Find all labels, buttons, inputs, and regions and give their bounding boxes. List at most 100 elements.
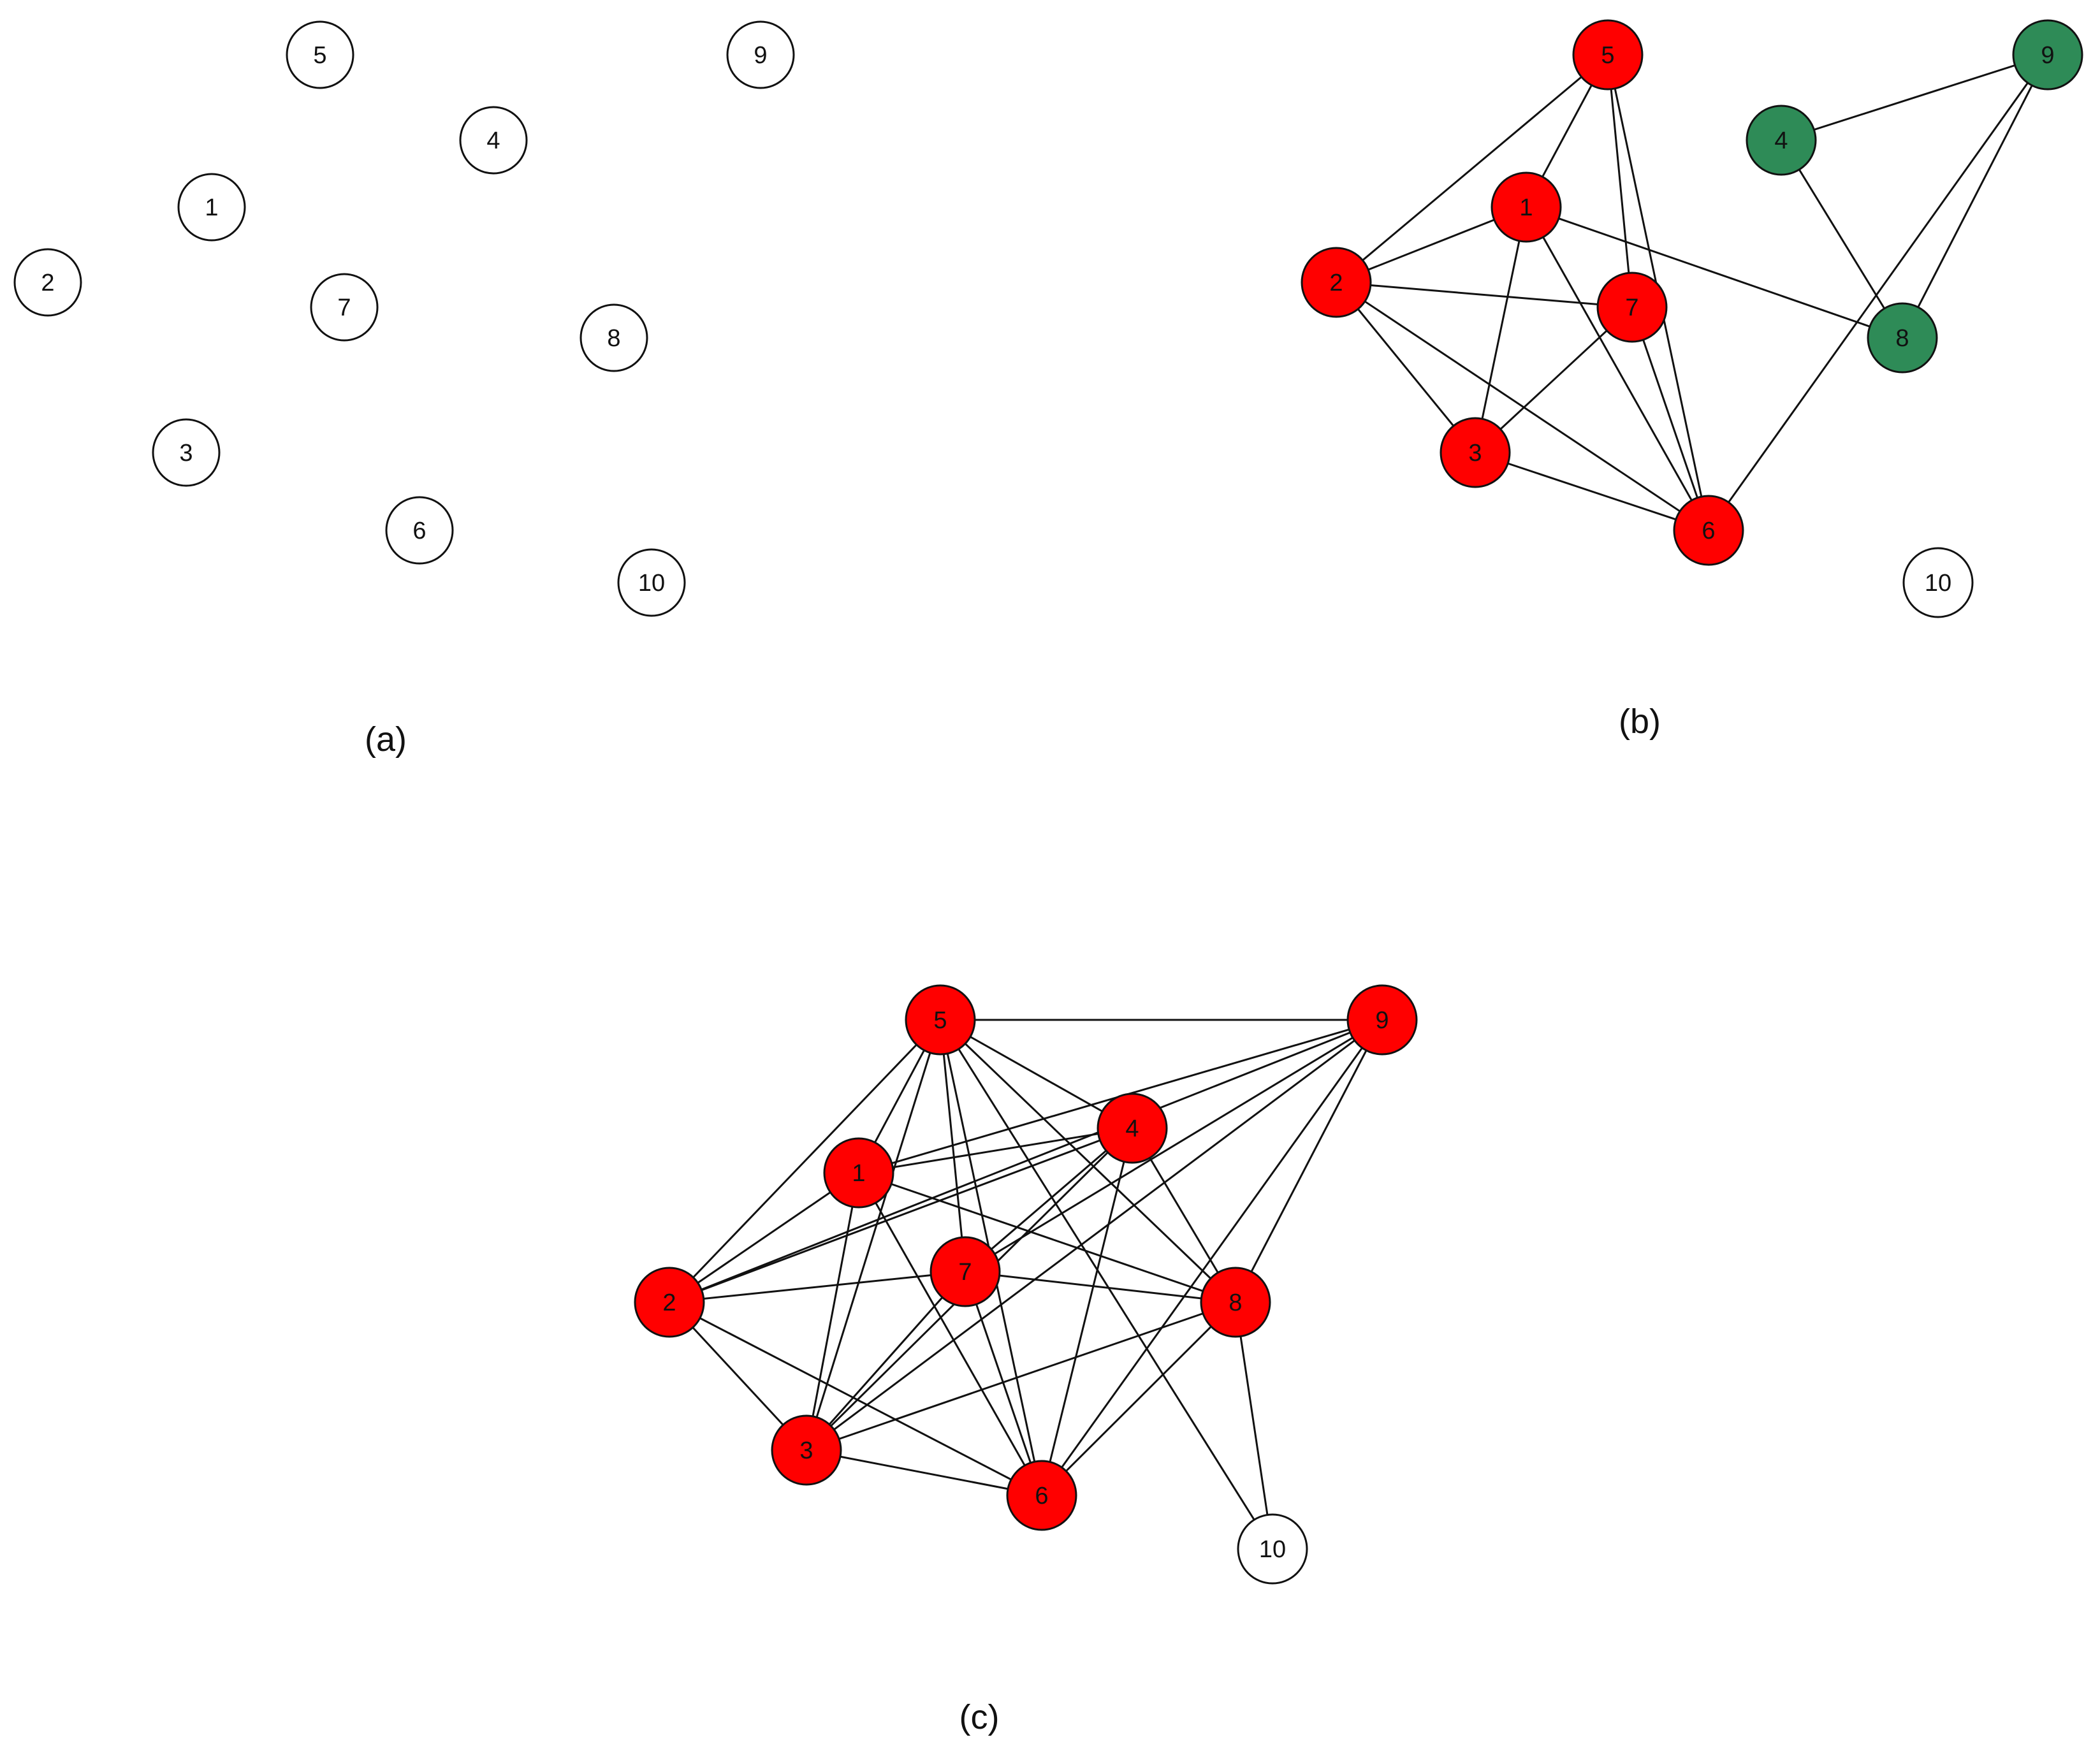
panel-b-node-8: 8 bbox=[1867, 302, 1938, 374]
panel-b-node-7-label: 7 bbox=[1625, 294, 1638, 321]
panel-c-node-9: 9 bbox=[1346, 984, 1418, 1056]
panel-c-node-4: 4 bbox=[1097, 1093, 1168, 1164]
panel-c-node-1-label: 1 bbox=[852, 1160, 865, 1187]
panel-b-node-10-circle bbox=[1902, 547, 1974, 618]
panel-b-node-7: 7 bbox=[1596, 272, 1668, 343]
panel-b-node-4-label: 4 bbox=[1774, 127, 1788, 154]
panel-b-node-8-circle bbox=[1867, 302, 1938, 374]
panel-b-edge-3-6 bbox=[1475, 451, 1709, 532]
panel-b-node-3-circle bbox=[1440, 417, 1511, 488]
panel-b-edge-5-2 bbox=[1336, 54, 1608, 284]
panel-a-node-7: 7 bbox=[310, 273, 379, 342]
panel-c-node-4-circle bbox=[1097, 1093, 1168, 1164]
panel-a-node-6-label: 6 bbox=[412, 518, 426, 544]
panel-b-edge-2-3 bbox=[1335, 282, 1477, 453]
panel-c-node-5-label: 5 bbox=[933, 1007, 947, 1034]
panel-c-node-3-label: 3 bbox=[799, 1437, 813, 1464]
panel-b-node-2-label: 2 bbox=[1329, 270, 1343, 296]
panel-c-edge-5-4 bbox=[940, 1019, 1133, 1130]
panel-b-node-6: 6 bbox=[1673, 495, 1744, 566]
panel-c-node-7-circle bbox=[930, 1236, 1001, 1307]
panel-b-edge-7-6 bbox=[1631, 307, 1710, 531]
panel-a-node-3-circle bbox=[152, 418, 221, 487]
panel-c-node-6-circle bbox=[1006, 1460, 1077, 1531]
panel-b-edge-2-7 bbox=[1336, 281, 1633, 309]
panel-a-caption: (a) bbox=[365, 720, 407, 759]
panel-c-node-10: 10 bbox=[1237, 1513, 1308, 1585]
panel-a-node-4-label: 4 bbox=[486, 127, 500, 154]
panel-b-node-5: 5 bbox=[1572, 19, 1644, 91]
panel-c-node-8-label: 8 bbox=[1229, 1290, 1242, 1316]
panel-b-node-9-circle bbox=[2012, 19, 2083, 91]
panel-a-node-10-circle bbox=[617, 548, 686, 617]
panel-a-node-4-circle bbox=[459, 106, 528, 175]
panel-c-edge-1-3 bbox=[805, 1172, 860, 1451]
panel-a-node-10-label: 10 bbox=[638, 570, 665, 597]
panel-b-edge-9-8 bbox=[1901, 54, 2049, 338]
panel-c-node-5-circle bbox=[905, 984, 976, 1056]
panel-a-node-3-label: 3 bbox=[179, 440, 193, 467]
panel-c: 5 9 4 1 7 2 8 3 6 10 (c) bbox=[634, 984, 1418, 1736]
panel-a-node-5-circle bbox=[286, 20, 354, 89]
panel-c-node-5: 5 bbox=[905, 984, 976, 1056]
panel-b-node-7-circle bbox=[1596, 272, 1668, 343]
panel-c-edge-4-6 bbox=[1040, 1128, 1134, 1496]
panel-b-edge-1-3 bbox=[1474, 207, 1528, 453]
panel-b-edge-9-4 bbox=[1781, 54, 2048, 142]
panel-c-edge-7-6 bbox=[964, 1271, 1043, 1496]
panel-c-node-3: 3 bbox=[771, 1414, 842, 1486]
panel-c-edge-4-7 bbox=[965, 1127, 1133, 1273]
panel-b-edge-1-8 bbox=[1526, 206, 1903, 339]
panel-c-edge-8-10 bbox=[1234, 1302, 1274, 1550]
panel-b-node-2-circle bbox=[1301, 247, 1372, 318]
panel-c-edge-5-10 bbox=[939, 1019, 1274, 1550]
panel-c-node-2-label: 2 bbox=[662, 1290, 676, 1316]
panel-c-node-2: 2 bbox=[634, 1267, 705, 1338]
panel-a-node-9-label: 9 bbox=[754, 42, 767, 69]
panel-c-node-7: 7 bbox=[930, 1236, 1001, 1307]
panel-c-node-1: 1 bbox=[823, 1137, 894, 1209]
panel-c-node-6: 6 bbox=[1006, 1460, 1077, 1531]
panel-b-edge-7-3 bbox=[1474, 306, 1633, 454]
panel-c-edge-2-6 bbox=[669, 1301, 1042, 1497]
panel-c-node-8-circle bbox=[1200, 1267, 1271, 1338]
panel-b-caption: (b) bbox=[1619, 702, 1661, 741]
panel-b-node-10: 10 bbox=[1902, 547, 1974, 618]
panel-c-edge-8-6 bbox=[1040, 1301, 1237, 1497]
panel-b-edge-5-7 bbox=[1607, 54, 1633, 308]
panel-c-edge-5-8 bbox=[939, 1019, 1237, 1304]
panel-c-node-9-circle bbox=[1346, 984, 1418, 1056]
panel-c-edge-1-2 bbox=[669, 1172, 859, 1304]
panel-a-node-6-circle bbox=[385, 496, 454, 565]
panel-a-node-8: 8 bbox=[580, 303, 648, 372]
panel-c-caption: (c) bbox=[959, 1698, 1000, 1736]
panel-a-node-7-label: 7 bbox=[337, 294, 351, 321]
panel-c-node-10-circle bbox=[1237, 1513, 1308, 1585]
panel-c-edge-7-3 bbox=[805, 1271, 966, 1451]
panel-a-node-3: 3 bbox=[152, 418, 221, 487]
panel-c-edge-9-2 bbox=[669, 1019, 1383, 1304]
panel-a-node-10: 10 bbox=[617, 548, 686, 617]
panel-c-node-6-label: 6 bbox=[1035, 1483, 1048, 1509]
panel-c-edge-9-3 bbox=[806, 1019, 1383, 1451]
panel-c-node-3-circle bbox=[771, 1414, 842, 1486]
panel-a-node-8-circle bbox=[580, 303, 648, 372]
panel-a-node-2: 2 bbox=[13, 248, 82, 317]
panel-c-node-10-label: 10 bbox=[1259, 1536, 1286, 1563]
panel-b-node-6-label: 6 bbox=[1702, 518, 1715, 544]
panel-c-edge-7-8 bbox=[965, 1270, 1236, 1304]
panel-c-edge-9-6 bbox=[1040, 1019, 1383, 1496]
panel-b-edge-9-6 bbox=[1707, 54, 2049, 531]
panel-a-node-1: 1 bbox=[177, 173, 246, 242]
panel-a-node-1-circle bbox=[177, 173, 246, 242]
panel-c-node-7-label: 7 bbox=[958, 1259, 972, 1286]
panel-a-node-2-circle bbox=[13, 248, 82, 317]
panel-c-edge-4-2 bbox=[669, 1127, 1133, 1304]
panel-a-node-6: 6 bbox=[385, 496, 454, 565]
panel-b-node-6-circle bbox=[1673, 495, 1744, 566]
